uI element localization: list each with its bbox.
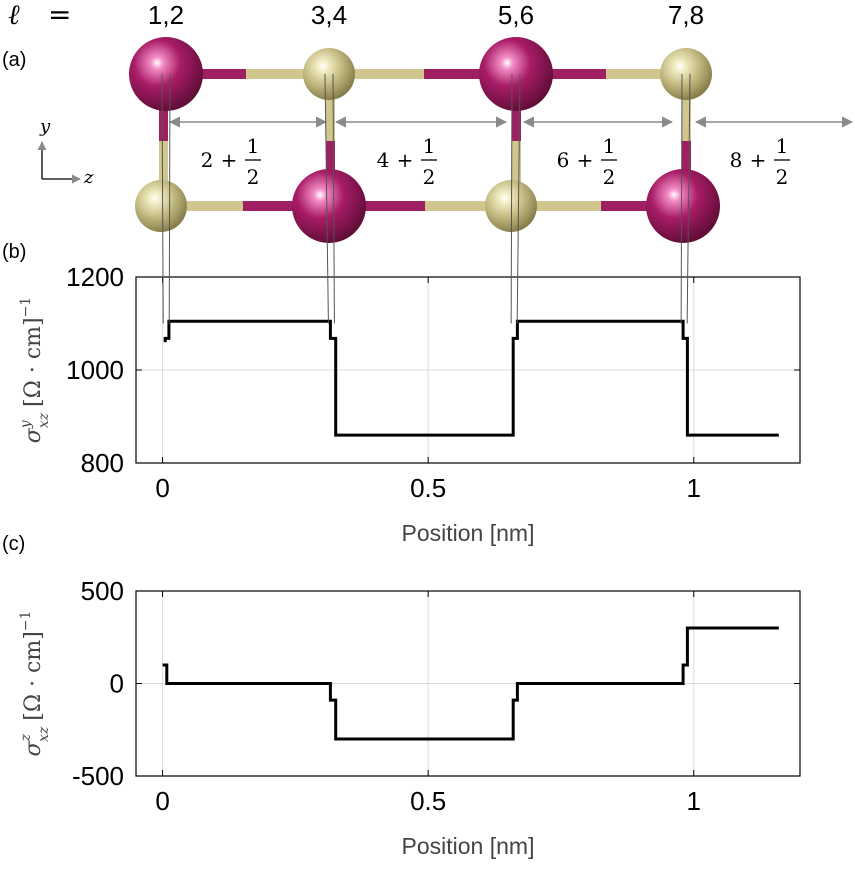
y-label-unit: [Ω · cm] (21, 631, 46, 721)
spacing-fraction: 4 +1 2 (377, 134, 437, 189)
large-atom (646, 169, 720, 243)
bonds-top (166, 69, 686, 79)
spacing-numerator: 1 (603, 134, 616, 158)
panel-a-label: (a) (2, 49, 26, 71)
spacing-fraction: 6 +1 2 (557, 134, 617, 189)
layer-label: 1,2 (148, 0, 184, 30)
x-axis-label: Position [nm] (402, 833, 535, 859)
y-tick-label: 0 (110, 669, 124, 699)
large-atom (479, 37, 553, 111)
spacing-plus: + (577, 148, 594, 172)
ell-equals: = (48, 0, 71, 31)
axis-z-label: z (83, 167, 94, 188)
small-atom (485, 180, 537, 232)
small-atom (135, 180, 187, 232)
axis-y-label: y (39, 116, 51, 137)
spacing-plus: + (221, 148, 238, 172)
y-label-sup: z (18, 733, 34, 742)
small-atom (660, 48, 712, 100)
spacing-plus: + (750, 148, 767, 172)
connector-line (510, 73, 513, 324)
y-tick-label: 500 (81, 576, 124, 606)
connector-line (168, 73, 171, 324)
atoms (129, 37, 720, 243)
layer-label: 5,6 (498, 0, 534, 30)
connector-lines (161, 73, 691, 324)
x-tick-label: 1 (687, 786, 701, 816)
spacing-integer: 8 (730, 148, 743, 172)
spacing-integer: 6 (557, 148, 570, 172)
y-label-unit: [Ω · cm] (21, 317, 46, 407)
connector-line (680, 73, 683, 324)
small-atom (303, 48, 355, 100)
large-atom (292, 169, 366, 243)
y-label-sub: xz (36, 412, 52, 428)
large-atom (129, 37, 203, 111)
data-series-line (163, 319, 779, 437)
spacing-numerator: 1 (423, 134, 436, 158)
axes-indicator: y z (37, 116, 94, 188)
spacing-numerator: 1 (247, 134, 260, 158)
structure-panel: (a) ℓ = 1,2 3,4 5,6 7,8 (2, 0, 854, 243)
spacing-fraction: 8 +1 2 (730, 134, 790, 189)
spacing-labels: 2 +1 2 4 +1 2 6 +1 2 8 +1 2 (201, 134, 790, 189)
panel-c-label: (c) (2, 533, 25, 555)
connector-line (324, 73, 329, 324)
spacing-denominator: 2 (603, 165, 616, 189)
y-tick-label: 1000 (66, 355, 124, 385)
connector-line (516, 73, 521, 324)
spacing-plus: + (397, 148, 414, 172)
x-axis-label: Position [nm] (402, 520, 535, 546)
x-tick-label: 0.5 (410, 786, 446, 816)
x-tick-label: 0.5 (410, 473, 446, 503)
y-tick-label: 800 (81, 448, 124, 478)
spacing-denominator: 2 (247, 165, 260, 189)
layer-label: 7,8 (668, 0, 704, 30)
y-label-symbol: σ (21, 427, 46, 443)
spacing-integer: 2 (201, 148, 214, 172)
layer-label: 3,4 (311, 0, 347, 30)
spacing-denominator: 2 (776, 165, 789, 189)
spacing-integer: 4 (377, 148, 390, 172)
y-label-symbol: σ (21, 740, 46, 756)
spacing-fraction: 2 +1 2 (201, 134, 261, 189)
bonds-bottom (161, 201, 683, 211)
y-label-sup: y (18, 419, 34, 429)
x-tick-label: 1 (687, 473, 701, 503)
y-tick-label: 1200 (66, 262, 124, 292)
connector-line (161, 73, 164, 324)
connector-line (332, 73, 335, 324)
x-tick-label: 0 (155, 473, 169, 503)
y-label-exp: −1 (18, 297, 34, 318)
x-tick-label: 0 (155, 786, 169, 816)
panel-b-label: (b) (2, 241, 26, 263)
spacing-numerator: 1 (776, 134, 789, 158)
ell-symbol: ℓ (8, 0, 20, 31)
spacing-denominator: 2 (423, 165, 436, 189)
connector-line (686, 73, 691, 324)
y-tick-label: -500 (72, 761, 124, 791)
y-label-sub: xz (36, 726, 52, 742)
y-label-exp: −1 (18, 611, 34, 632)
